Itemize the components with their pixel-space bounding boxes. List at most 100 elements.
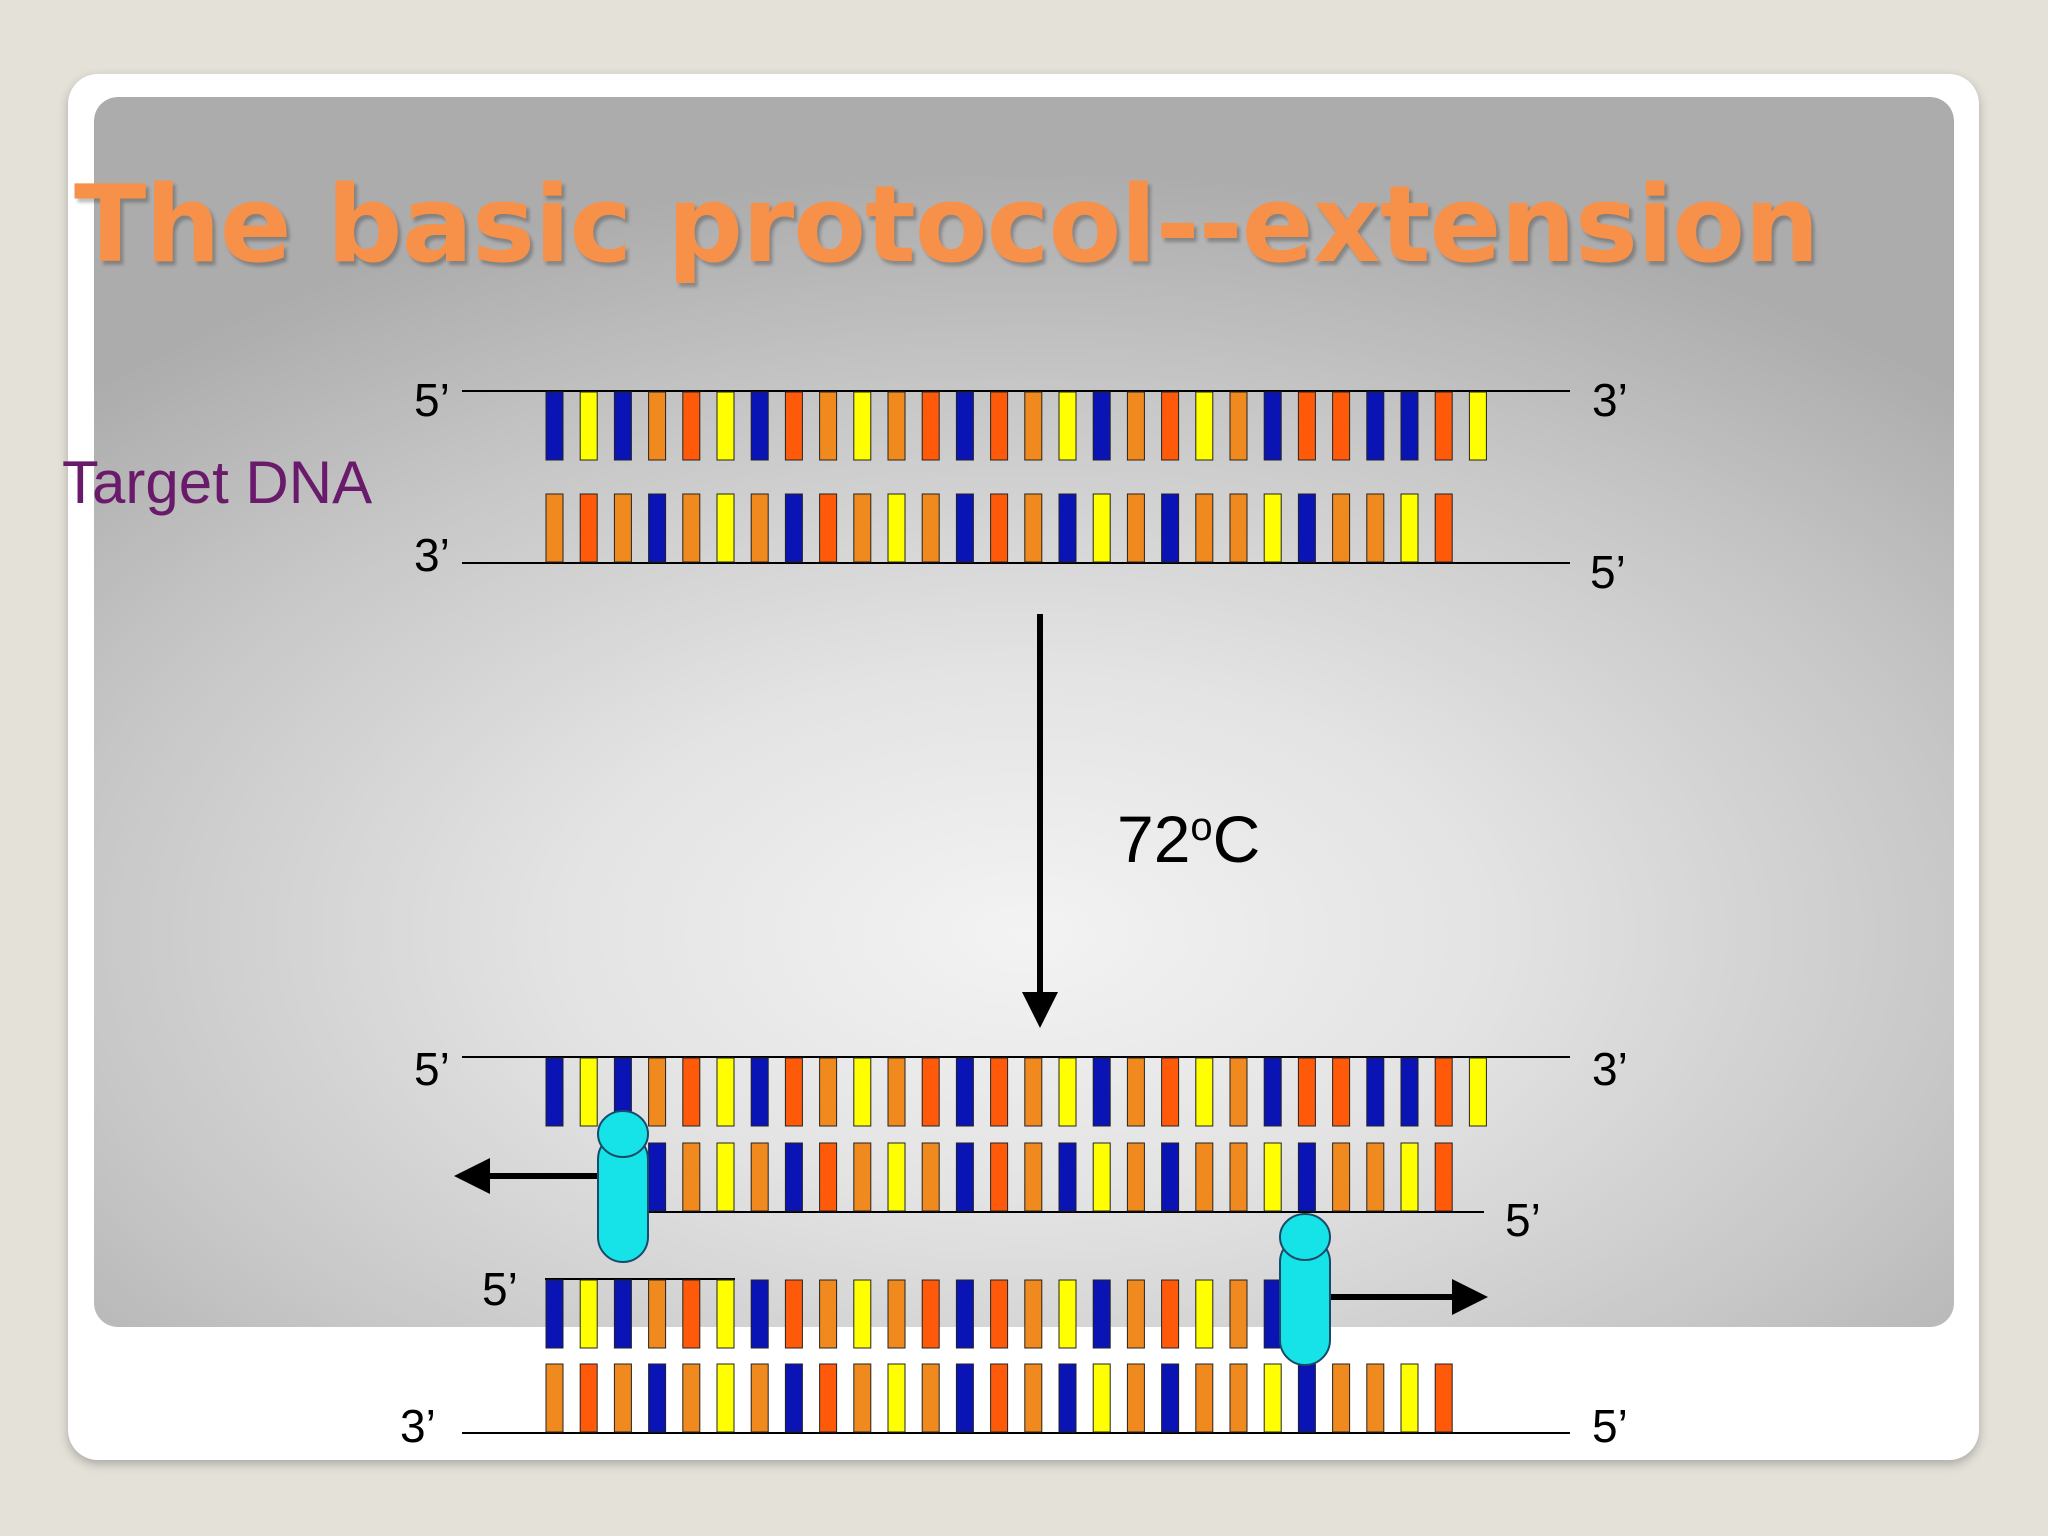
base-pair-bar (1058, 1142, 1077, 1212)
base-pair-bar (1434, 1057, 1453, 1127)
base-pair-bar (784, 1057, 803, 1127)
base-pair-bar (1126, 1279, 1145, 1349)
base-pair-bar (716, 1142, 735, 1212)
base-pair-bar (648, 1279, 667, 1349)
base-pair-bar (682, 391, 701, 461)
base-pair-bar (1161, 1142, 1180, 1212)
base-pair-bar (887, 1363, 906, 1433)
base-pair-bar (955, 1363, 974, 1433)
base-pair-bar (1400, 1057, 1419, 1127)
base-pair-bar (1434, 1363, 1453, 1433)
base-pair-bar (750, 493, 769, 563)
base-pair-bar (1297, 1057, 1316, 1127)
base-pair-bar (955, 391, 974, 461)
base-pair-bar (1195, 1279, 1214, 1349)
base-pair-bar (887, 391, 906, 461)
base-pair-bar (545, 1057, 564, 1127)
temperature-unit: C (1213, 802, 1261, 876)
base-pair-bar (545, 493, 564, 563)
base-pair-bar (1263, 391, 1282, 461)
base-pair-bar (1332, 1057, 1351, 1127)
base-pair-bar (1229, 1279, 1248, 1349)
base-pair-bar (853, 1363, 872, 1433)
base-pair-bar (1366, 391, 1385, 461)
bottom-strand-5prime-label: 5’ (1590, 546, 1626, 598)
base-pair-bar (1434, 493, 1453, 563)
base-pair-bar (682, 1142, 701, 1212)
base-pair-bar (1024, 391, 1043, 461)
base-pair-bar (1366, 493, 1385, 563)
lower-bottom-strand-bases (545, 1363, 1453, 1433)
lower-top-5prime-label: 5’ (414, 1043, 450, 1095)
temperature-superscript: o (1190, 805, 1212, 849)
base-pair-bar (1058, 1363, 1077, 1433)
base-pair-bar (716, 1363, 735, 1433)
base-pair-bar (1366, 1363, 1385, 1433)
base-pair-bar (648, 391, 667, 461)
base-pair-bar (1126, 493, 1145, 563)
slide-title: The basic protocol--extension (74, 163, 1820, 286)
base-pair-bar (1332, 1363, 1351, 1433)
new-strand-2-bases (545, 1279, 1282, 1349)
base-pair-bar (1263, 1057, 1282, 1127)
base-pair-bar (955, 1142, 974, 1212)
base-pair-bar (990, 1142, 1009, 1212)
base-pair-bar (545, 391, 564, 461)
base-pair-bar (990, 493, 1009, 563)
base-pair-bar (887, 493, 906, 563)
new-strand-5prime-label-left: 5’ (482, 1263, 518, 1315)
base-pair-bar (819, 493, 838, 563)
base-pair-bar (853, 1279, 872, 1349)
base-pair-bar (613, 493, 632, 563)
base-pair-bar (887, 1142, 906, 1212)
base-pair-bar (1366, 1142, 1385, 1212)
base-pair-bar (579, 1279, 598, 1349)
base-pair-bar (1263, 493, 1282, 563)
base-pair-bar (648, 1142, 667, 1212)
base-pair-bar (1263, 1363, 1282, 1433)
base-pair-bar (682, 1279, 701, 1349)
base-pair-bar (1229, 493, 1248, 563)
base-pair-bar (819, 1279, 838, 1349)
base-pair-bar (1161, 1363, 1180, 1433)
base-pair-bar (1024, 1057, 1043, 1127)
base-pair-bar (921, 391, 940, 461)
base-pair-bar (853, 391, 872, 461)
base-pair-bar (545, 1279, 564, 1349)
base-pair-bar (716, 1279, 735, 1349)
base-pair-bar (1332, 1142, 1351, 1212)
primer-right (1279, 1213, 1331, 1366)
base-pair-bar (1024, 1142, 1043, 1212)
base-pair-bar (990, 1057, 1009, 1127)
base-pair-bar (1332, 391, 1351, 461)
base-pair-bar (1126, 1057, 1145, 1127)
temperature-label: 72oC (1117, 802, 1260, 876)
base-pair-bar (1058, 493, 1077, 563)
base-pair-bar (579, 1363, 598, 1433)
base-pair-bar (1468, 391, 1487, 461)
base-pair-bar (682, 493, 701, 563)
base-pair-bar (648, 1363, 667, 1433)
base-pair-bar (887, 1279, 906, 1349)
base-pair-bar (1195, 1363, 1214, 1433)
base-pair-bar (887, 1057, 906, 1127)
base-pair-bar (1126, 1363, 1145, 1433)
lower-top-strand-bases (545, 1057, 1487, 1127)
new-strand-5prime-label-right: 5’ (1505, 1194, 1541, 1246)
base-pair-bar (1297, 1142, 1316, 1212)
base-pair-bar (955, 1279, 974, 1349)
base-pair-bar (1058, 391, 1077, 461)
base-pair-bar (1297, 493, 1316, 563)
base-pair-bar (819, 1142, 838, 1212)
base-pair-bar (1297, 391, 1316, 461)
base-pair-bar (1468, 1057, 1487, 1127)
base-pair-bar (1400, 1363, 1419, 1433)
bottom-strand-bases (545, 493, 1453, 563)
base-pair-bar (1434, 391, 1453, 461)
slide-background (94, 97, 1954, 1327)
bottom-strand-3prime-label: 3’ (414, 529, 450, 581)
base-pair-bar (1400, 1142, 1419, 1212)
base-pair-bar (545, 1363, 564, 1433)
base-pair-bar (613, 1279, 632, 1349)
